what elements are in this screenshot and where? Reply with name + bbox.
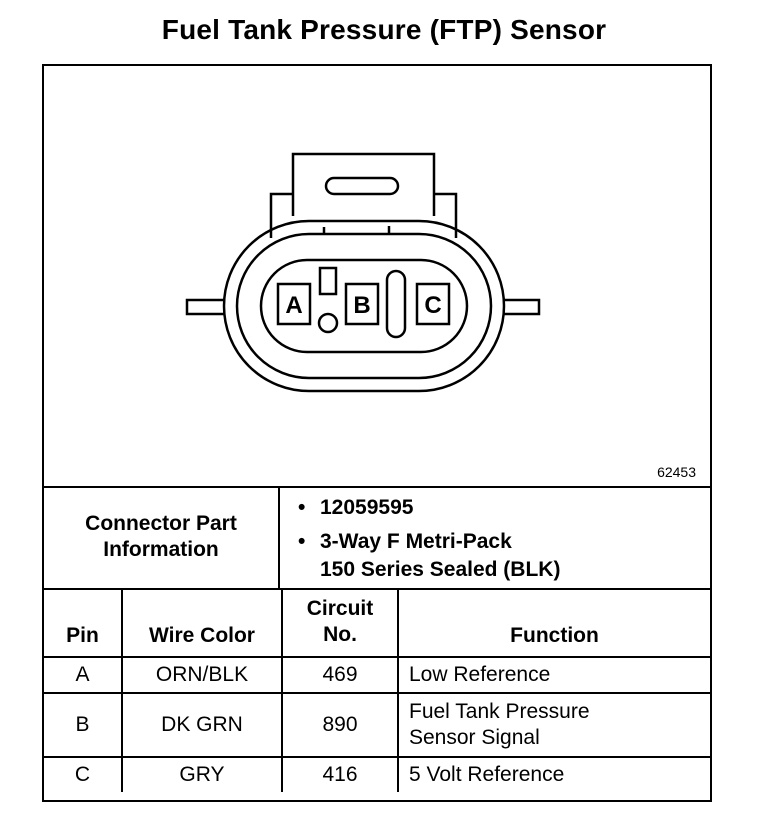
connector-shoulder-right <box>434 192 458 238</box>
pinout-table: Pin Wire Color Circuit No. Function A OR… <box>44 588 710 792</box>
side-tab-right <box>504 298 541 316</box>
pin-label-c: C <box>424 292 441 319</box>
header-circuit-line1: Circuit <box>306 597 374 620</box>
cell-wire-color: ORN/BLK <box>121 656 283 694</box>
page-title: Fuel Tank Pressure (FTP) Sensor <box>161 14 607 45</box>
header-function: Function <box>397 588 710 658</box>
cell-function-line1: Fuel Tank Pressure <box>409 700 590 723</box>
part-description-line2: 150 Series Sealed (BLK) <box>320 558 561 581</box>
vent-hole <box>317 312 339 334</box>
cell-wire-color: GRY <box>121 756 283 792</box>
pin-label-b: B <box>353 292 370 319</box>
pin-cavity-b <box>344 282 380 326</box>
cell-function-line1: 5 Volt Reference <box>409 763 565 786</box>
latch-slot <box>324 176 400 196</box>
part-number-item: 12059595 <box>298 494 710 522</box>
part-number: 12059595 <box>320 496 414 519</box>
cell-function-line1: Low Reference <box>409 663 551 686</box>
cell-circuit: 416 <box>281 756 399 792</box>
connector-diagram-area: A B C 62453 <box>44 66 710 488</box>
pin-label-a: A <box>285 292 302 319</box>
lock-square <box>318 266 338 296</box>
connector-shoulder-left <box>269 192 293 238</box>
part-description-item: 3-Way F Metri-Pack 150 Series Sealed (BL… <box>298 528 710 584</box>
cell-pin: A <box>44 656 123 694</box>
connector-outer-shell <box>222 219 506 393</box>
part-description-line1: 3-Way F Metri-Pack <box>320 530 512 553</box>
pinout-header-row: Pin Wire Color Circuit No. Function <box>44 588 710 658</box>
part-info-values: 12059595 3-Way F Metri-Pack 150 Series S… <box>280 486 710 588</box>
table-row: B DK GRN 890 Fuel Tank Pressure Sensor S… <box>44 692 710 758</box>
cell-pin: C <box>44 756 123 792</box>
table-row: C GRY 416 5 Volt Reference <box>44 756 710 792</box>
cell-circuit: 469 <box>281 656 399 694</box>
part-info-label-line1: Connector Part <box>85 512 237 535</box>
connector-latch <box>291 152 436 216</box>
header-circuit-line2: No. <box>323 623 357 646</box>
connector-inner-face <box>259 258 469 354</box>
header-pin: Pin <box>44 588 123 658</box>
cell-function: Low Reference <box>397 656 710 694</box>
cell-wire-color: DK GRN <box>121 692 283 758</box>
header-circuit: Circuit No. <box>281 588 399 658</box>
pin-cavity-a <box>276 282 312 326</box>
cell-function: 5 Volt Reference <box>397 756 710 792</box>
center-key-post <box>385 269 407 339</box>
sensor-sheet: A B C 62453 Connector Part Information 1… <box>42 64 712 802</box>
part-info-label-line2: Information <box>103 538 219 561</box>
table-row: A ORN/BLK 469 Low Reference <box>44 656 710 694</box>
connector-part-info: Connector Part Information 12059595 3-Wa… <box>44 486 710 590</box>
figure-number: 62453 <box>657 464 696 480</box>
part-info-label: Connector Part Information <box>44 486 280 588</box>
connector-drawing: A B C <box>185 152 541 393</box>
connector-mid-shell <box>235 232 493 380</box>
cell-function-line2: Sensor Signal <box>409 726 540 749</box>
side-tab-left <box>185 298 224 316</box>
header-wire-color: Wire Color <box>121 588 283 658</box>
cell-pin: B <box>44 692 123 758</box>
cell-function: Fuel Tank Pressure Sensor Signal <box>397 692 710 758</box>
cell-circuit: 890 <box>281 692 399 758</box>
pin-cavity-c <box>415 282 451 326</box>
